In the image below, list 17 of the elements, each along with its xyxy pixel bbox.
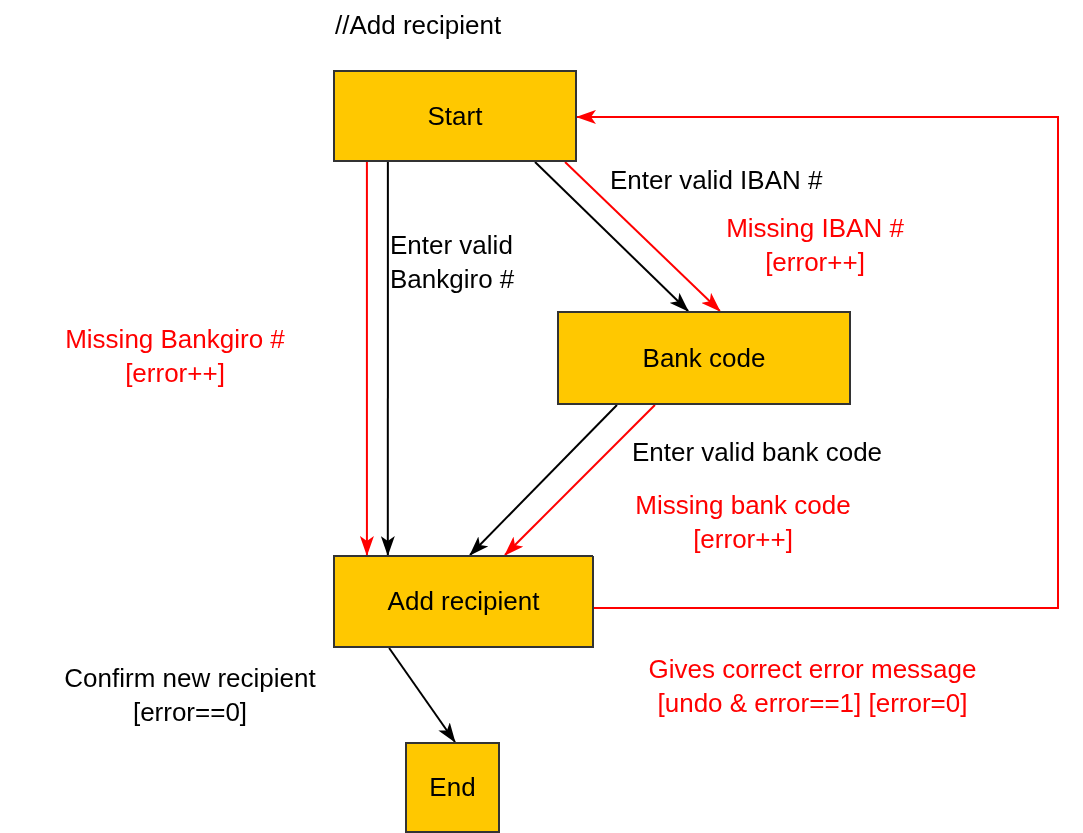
arrow <box>359 161 374 556</box>
arrow <box>504 404 656 556</box>
process-box <box>557 311 851 405</box>
arrow <box>534 161 690 312</box>
diagram-title: //Add recipient <box>335 10 502 41</box>
process-box <box>333 555 594 648</box>
process-box <box>333 70 577 162</box>
box-label: End <box>429 772 476 803</box>
process-box <box>405 742 500 833</box>
arrow <box>380 161 395 556</box>
arrow <box>388 647 456 743</box>
arrow <box>576 109 1059 609</box>
arrow <box>564 161 721 312</box>
arrow <box>469 404 618 556</box>
box-label: Add recipient <box>387 586 540 617</box>
box-label: Start <box>427 100 483 132</box>
box-label: Bank code <box>642 342 766 374</box>
